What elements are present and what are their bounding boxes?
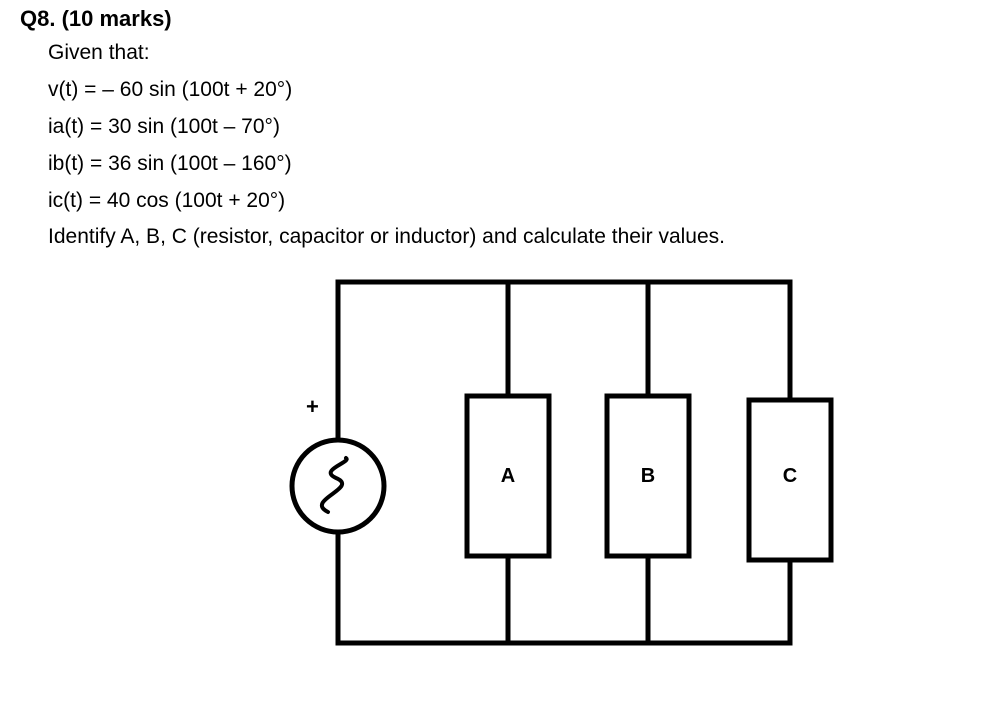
ac-source-circle — [289, 437, 387, 535]
component-box-b — [604, 393, 692, 559]
equation-ic: ic(t) = 40 cos (100t + 20°) — [48, 189, 286, 212]
component-label-c: C — [783, 465, 797, 487]
source-polarity-plus: + — [306, 394, 319, 419]
component-label-a: A — [501, 465, 515, 487]
circuit-wires — [335, 279, 793, 646]
question-title: Q8. (10 marks) — [20, 6, 172, 31]
equation-ia: ia(t) = 30 sin (100t – 70°) — [48, 115, 280, 138]
component-label-b: B — [641, 465, 655, 487]
given-label: Given that: — [48, 41, 150, 64]
component-box-a — [464, 393, 552, 559]
component-box-c — [746, 397, 834, 563]
equation-v: v(t) = – 60 sin (100t + 20°) — [48, 78, 293, 101]
ac-sine-icon — [319, 456, 349, 514]
equation-ib: ib(t) = 36 sin (100t – 160°) — [48, 152, 292, 175]
instruction-text: Identify A, B, C (resistor, capacitor or… — [48, 225, 725, 248]
